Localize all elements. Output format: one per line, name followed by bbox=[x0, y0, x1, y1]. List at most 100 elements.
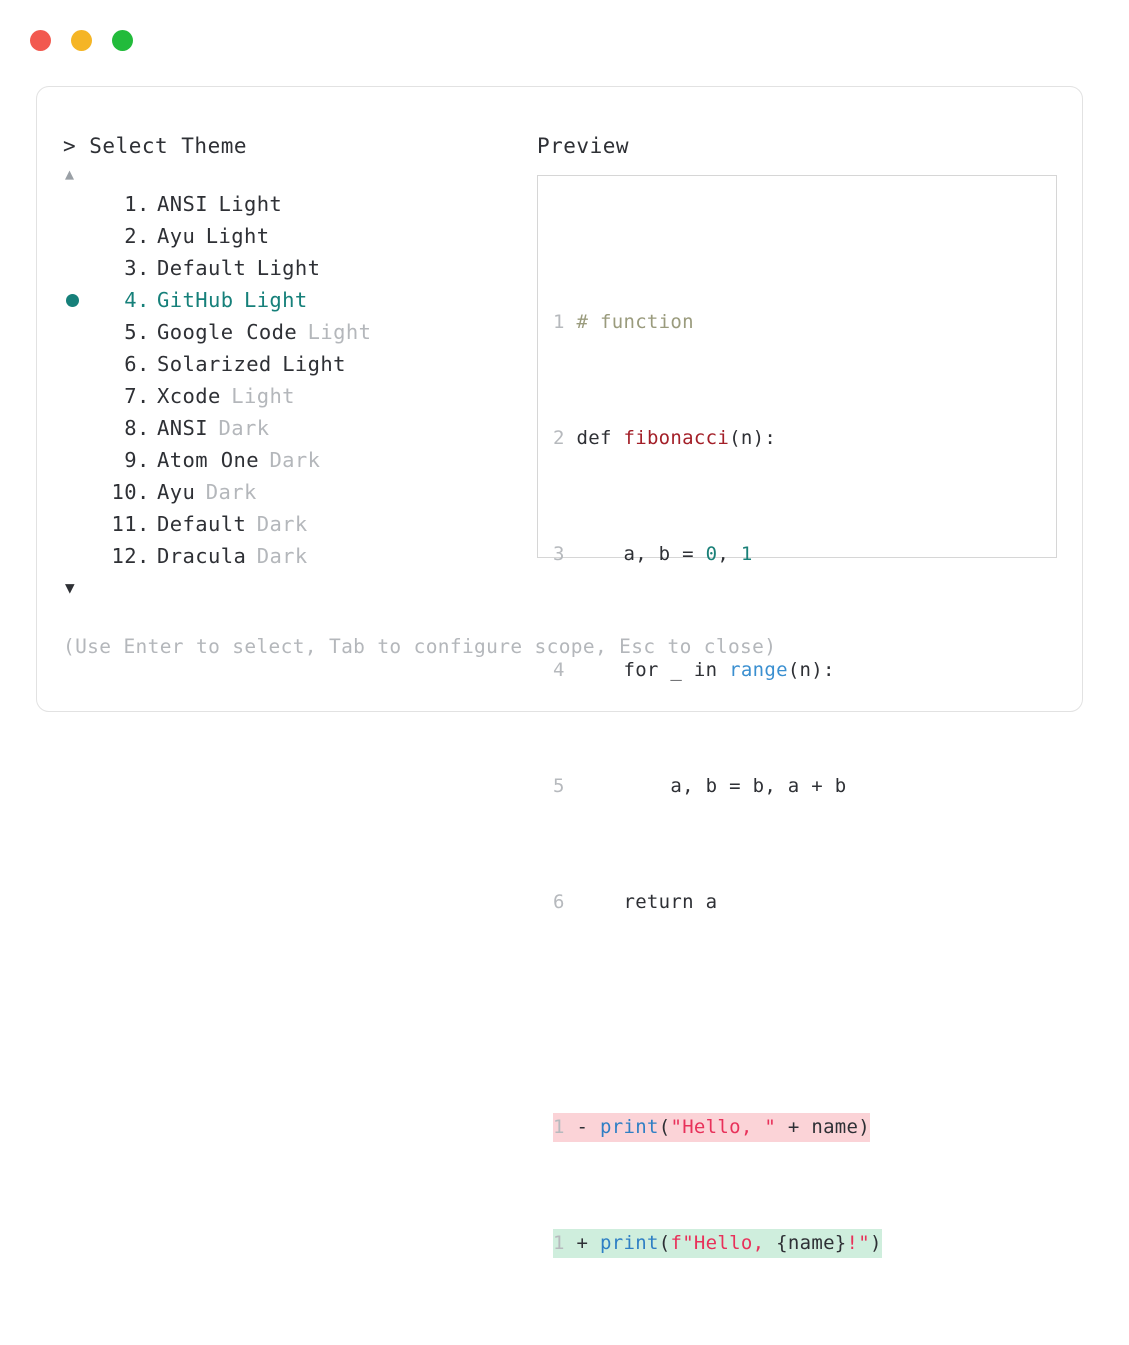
code-text: (n): bbox=[729, 427, 777, 449]
select-theme-prompt: > Select Theme bbox=[63, 134, 248, 158]
diff-marker: + bbox=[576, 1232, 589, 1254]
list-item-dot: . bbox=[137, 224, 150, 248]
list-item-dot: . bbox=[137, 512, 150, 536]
list-item-variant: Light bbox=[231, 384, 295, 408]
diff-marker: - bbox=[576, 1116, 589, 1138]
list-item-index: 9 bbox=[124, 448, 137, 472]
list-item[interactable]: 6 . Solarized Light bbox=[63, 348, 533, 380]
list-item-variant: Dark bbox=[256, 544, 308, 568]
list-item-index: 3 bbox=[124, 256, 137, 280]
code-token-number: 1 bbox=[740, 543, 753, 565]
list-item-name: ANSI bbox=[157, 416, 208, 440]
line-number: 2 bbox=[553, 427, 565, 449]
list-item[interactable]: 12 . Dracula Dark bbox=[63, 540, 533, 572]
list-item[interactable]: 7 . Xcode Light bbox=[63, 380, 533, 412]
line-number: 1 bbox=[553, 1232, 565, 1254]
code-text: , bbox=[717, 543, 741, 565]
line-number: 1 bbox=[553, 1116, 565, 1138]
scroll-up-icon[interactable]: ▲ bbox=[65, 165, 75, 183]
list-item-dot: . bbox=[137, 416, 150, 440]
list-item-index: 8 bbox=[124, 416, 137, 440]
code-token-number: 0 bbox=[705, 543, 718, 565]
code-line: 2 def fibonacci(n): bbox=[553, 424, 1050, 453]
list-item-name: GitHub bbox=[157, 288, 234, 312]
minimize-button[interactable] bbox=[71, 30, 92, 51]
list-item-name: Atom One bbox=[157, 448, 259, 472]
diff-line-added: 1 + print(f"Hello, {name}!") bbox=[553, 1229, 1050, 1258]
code-token-fstring-prefix: f"Hello, bbox=[670, 1232, 777, 1254]
list-item-variant: Light bbox=[218, 192, 283, 216]
list-item-variant: Light bbox=[307, 320, 372, 344]
code-line: 5 a, b = b, a + b bbox=[553, 772, 1050, 801]
preview-panel-wrapper: Preview 1 # function 2 def fibonacci(n):… bbox=[537, 133, 1062, 1258]
code-token-builtin: print bbox=[600, 1232, 659, 1254]
list-item-index: 11 bbox=[111, 512, 137, 536]
list-item-dot: . bbox=[137, 480, 150, 504]
list-item-variant: Light bbox=[282, 352, 346, 376]
list-item-index: 7 bbox=[124, 384, 137, 408]
code-token-interpolation: {name} bbox=[776, 1232, 847, 1254]
list-item-variant: Light bbox=[205, 224, 270, 248]
line-number: 1 bbox=[553, 311, 565, 333]
list-item-index: 10 bbox=[111, 480, 137, 504]
list-item-variant: Dark bbox=[205, 480, 257, 504]
code-preview-panel: 1 # function 2 def fibonacci(n): 3 a, b … bbox=[537, 175, 1057, 1258]
list-item-name: ANSI bbox=[157, 192, 208, 216]
code-line: 4 for _ in range(n): bbox=[553, 656, 1050, 685]
code-text: + name) bbox=[776, 1116, 871, 1138]
line-number: 6 bbox=[553, 891, 565, 913]
maximize-button[interactable] bbox=[112, 30, 133, 51]
code-token-string: "Hello, " bbox=[670, 1116, 777, 1138]
theme-list: 1 . ANSI Light 2 . Ayu Light 3 bbox=[63, 188, 533, 572]
keyboard-hint: (Use Enter to select, Tab to configure s… bbox=[63, 635, 777, 658]
list-item-dot: . bbox=[137, 256, 150, 280]
list-item-name: Default bbox=[157, 256, 247, 280]
list-item[interactable]: 5 . Google Code Light bbox=[63, 316, 533, 348]
list-item[interactable]: 3 . Default Light bbox=[63, 252, 533, 284]
list-item-variant: Dark bbox=[269, 448, 321, 472]
line-number: 5 bbox=[553, 775, 565, 797]
code-line: 3 a, b = 0, 1 bbox=[553, 540, 1050, 569]
list-item-name: Ayu bbox=[157, 480, 196, 504]
code-line: 6 return a bbox=[553, 888, 1050, 917]
code-token-builtin: print bbox=[600, 1116, 659, 1138]
code-block: 1 # function 2 def fibonacci(n): 3 a, b … bbox=[553, 221, 1050, 1345]
list-item-name: Ayu bbox=[157, 224, 196, 248]
list-item-variant: Dark bbox=[218, 416, 270, 440]
theme-selector-panel: > Select Theme ▲ 1 . ANSI Light 2 . A bbox=[63, 133, 533, 598]
scroll-down-icon[interactable]: ▼ bbox=[65, 578, 75, 597]
list-item-dot: . bbox=[137, 384, 150, 408]
list-item-name: Xcode bbox=[157, 384, 221, 408]
list-item-name: Dracula bbox=[157, 544, 247, 568]
list-item-name: Default bbox=[157, 512, 247, 536]
code-token-string: !" bbox=[846, 1232, 871, 1254]
code-text: # function bbox=[576, 311, 694, 333]
code-text: def bbox=[576, 427, 624, 449]
close-button[interactable] bbox=[30, 30, 51, 51]
code-text: ( bbox=[658, 1232, 671, 1254]
list-item-index: 12 bbox=[111, 544, 137, 568]
code-text: ) bbox=[870, 1232, 882, 1254]
list-item-index: 5 bbox=[124, 320, 137, 344]
code-spacer bbox=[553, 1004, 1050, 1026]
list-item[interactable]: 1 . ANSI Light bbox=[63, 188, 533, 220]
window-controls bbox=[30, 30, 133, 51]
list-item[interactable]: 11 . Default Dark bbox=[63, 508, 533, 540]
list-item-dot: . bbox=[137, 544, 150, 568]
list-item-selected[interactable]: 4 . GitHub Light bbox=[63, 284, 533, 316]
list-item-dot: . bbox=[137, 352, 150, 376]
list-item[interactable]: 2 . Ayu Light bbox=[63, 220, 533, 252]
list-item[interactable]: 8 . ANSI Dark bbox=[63, 412, 533, 444]
code-text: for _ in bbox=[576, 659, 730, 681]
list-item[interactable]: 9 . Atom One Dark bbox=[63, 444, 533, 476]
theme-picker-window: > Select Theme ▲ 1 . ANSI Light 2 . A bbox=[30, 30, 1083, 1258]
list-item-variant: Dark bbox=[256, 512, 308, 536]
code-token-builtin: range bbox=[729, 659, 788, 681]
list-item[interactable]: 10 . Ayu Dark bbox=[63, 476, 533, 508]
line-number: 3 bbox=[553, 543, 565, 565]
list-item-name: Solarized bbox=[157, 352, 272, 376]
line-number: 4 bbox=[553, 659, 565, 681]
list-item-dot: . bbox=[137, 320, 150, 344]
list-item-dot: . bbox=[137, 288, 150, 312]
code-token-function-name: fibonacci bbox=[623, 427, 730, 449]
